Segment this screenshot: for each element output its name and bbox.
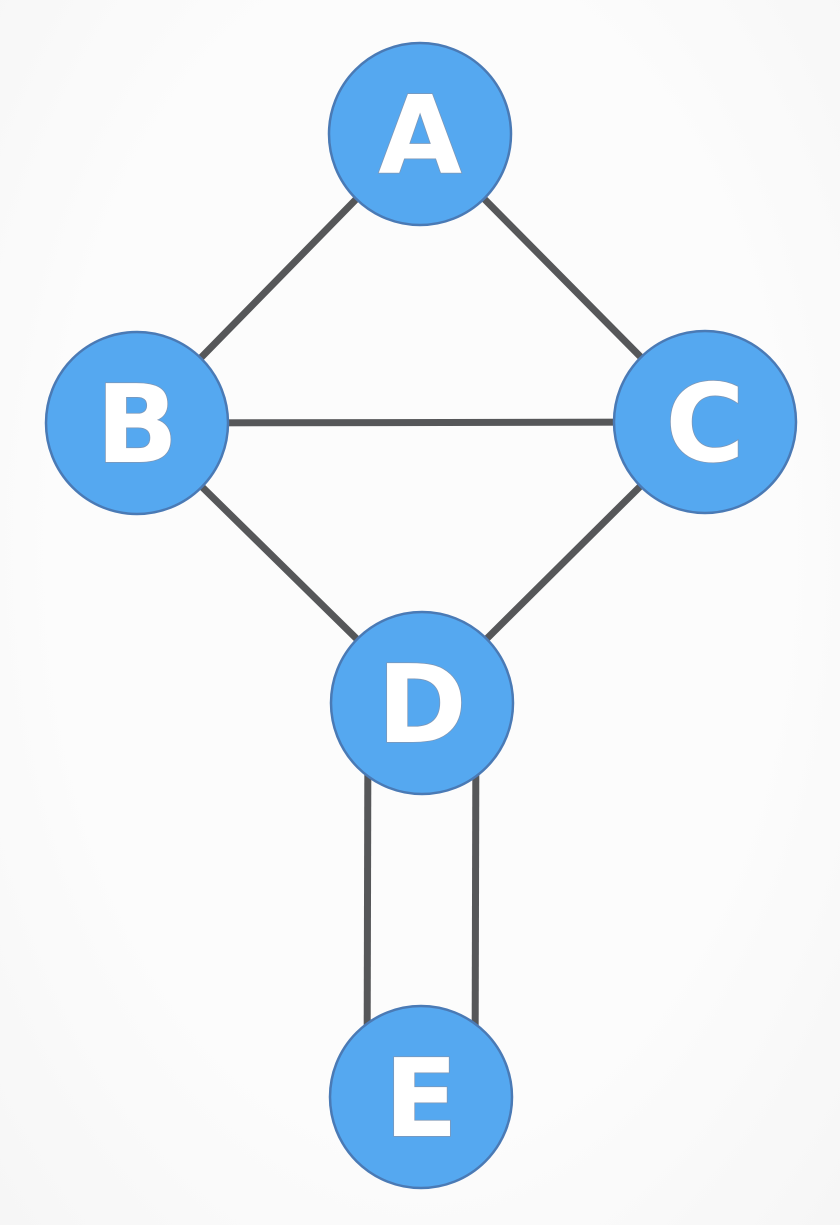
node-circle — [612, 329, 798, 515]
node-e: E — [328, 1004, 514, 1190]
node-a: A — [327, 41, 513, 227]
node-d: D — [329, 610, 515, 796]
node-label: B — [96, 363, 178, 488]
node-label: D — [377, 643, 467, 768]
node-label: E — [384, 1037, 458, 1162]
node-label: C — [665, 362, 744, 487]
node-circle — [44, 330, 230, 516]
node-circle — [328, 1004, 514, 1190]
edge-b-c — [136, 418, 706, 427]
node-c: C — [612, 329, 798, 515]
node-label: A — [378, 74, 462, 199]
node-circle — [327, 41, 513, 227]
node-circle — [329, 610, 515, 796]
node-b: B — [44, 330, 230, 516]
